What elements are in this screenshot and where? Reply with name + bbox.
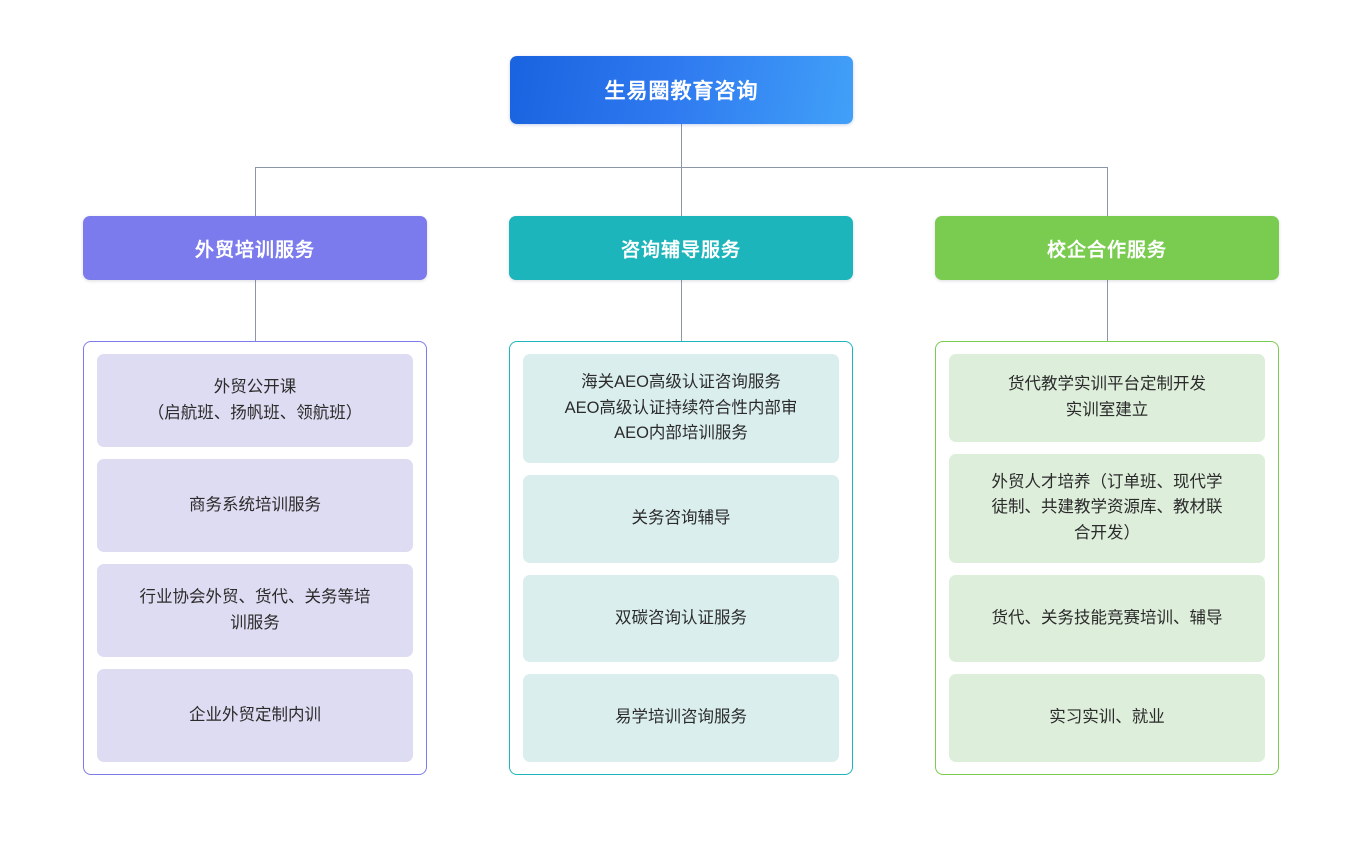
item-card[interactable]: 海关AEO高级认证咨询服务 AEO高级认证持续符合性内部审 AEO内部培训服务 [523, 354, 839, 463]
connector-drop-branch-1 [255, 167, 256, 216]
connector-drop-branch-3 [1107, 167, 1108, 216]
connector-drop-branch-2 [681, 167, 682, 216]
item-card[interactable]: 易学培训咨询服务 [523, 674, 839, 762]
item-card[interactable]: 行业协会外贸、货代、关务等培 训服务 [97, 564, 413, 657]
item-card[interactable]: 货代、关务技能竞赛培训、辅导 [949, 574, 1265, 663]
branch-items-container-2: 海关AEO高级认证咨询服务 AEO高级认证持续符合性内部审 AEO内部培训服务 … [509, 341, 853, 775]
branch-items-container-3: 货代教学实训平台定制开发 实训室建立 外贸人才培养（订单班、现代学 徒制、共建教… [935, 341, 1279, 775]
connector-stem-branch-2 [681, 280, 682, 341]
branch-items-container-1: 外贸公开课 （启航班、扬帆班、领航班） 商务系统培训服务 行业协会外贸、货代、关… [83, 341, 427, 775]
branch-header-2[interactable]: 咨询辅导服务 [509, 216, 853, 280]
branch-column-zixun-fudao: 咨询辅导服务 海关AEO高级认证咨询服务 AEO高级认证持续符合性内部审 AEO… [509, 216, 853, 775]
item-card[interactable]: 外贸公开课 （启航班、扬帆班、领航班） [97, 354, 413, 447]
connector-stem-branch-1 [255, 280, 256, 341]
item-card[interactable]: 关务咨询辅导 [523, 474, 839, 563]
branch-header-label-3: 校企合作服务 [1046, 239, 1167, 261]
root-node-label: 生易圈教育咨询 [604, 80, 759, 103]
item-card[interactable]: 商务系统培训服务 [97, 459, 413, 552]
item-card[interactable]: 实习实训、就业 [949, 674, 1265, 762]
root-node[interactable]: 生易圈教育咨询 [510, 56, 853, 124]
item-card[interactable]: 双碳咨询认证服务 [523, 574, 839, 663]
connector-stem-branch-3 [1107, 280, 1108, 341]
item-card[interactable]: 外贸人才培养（订单班、现代学 徒制、共建教学资源库、教材联 合开发） [949, 453, 1265, 563]
branch-header-label-2: 咨询辅导服务 [620, 239, 741, 261]
branch-column-waimao-peixun: 外贸培训服务 外贸公开课 （启航班、扬帆班、领航班） 商务系统培训服务 行业协会… [83, 216, 427, 775]
branch-header-label-1: 外贸培训服务 [194, 239, 315, 261]
branch-header-1[interactable]: 外贸培训服务 [83, 216, 427, 280]
branch-column-xiaoqi-hezuo: 校企合作服务 货代教学实训平台定制开发 实训室建立 外贸人才培养（订单班、现代学… [935, 216, 1279, 775]
item-card[interactable]: 企业外贸定制内训 [97, 669, 413, 762]
branch-header-3[interactable]: 校企合作服务 [935, 216, 1279, 280]
connector-root-trunk [681, 124, 682, 168]
item-card[interactable]: 货代教学实训平台定制开发 实训室建立 [949, 354, 1265, 442]
